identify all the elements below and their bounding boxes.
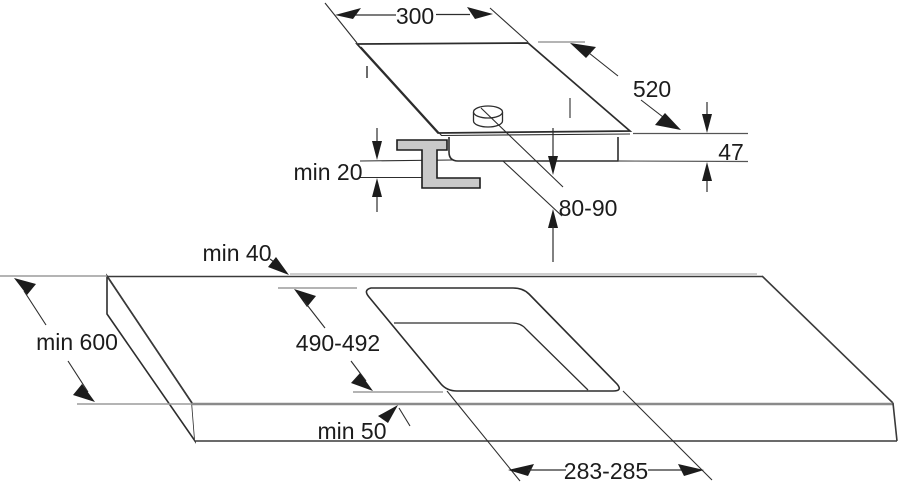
dim-knob-hole-80-90: 80-90: [480, 98, 618, 262]
dim-cutout-width-283-285: 283-285: [508, 458, 704, 484]
worktop-cutout: [365, 287, 621, 392]
label-min20: min 20: [293, 159, 362, 185]
dim-width-300: 300: [324, 2, 529, 44]
label-cutout-width: 283-285: [564, 458, 648, 484]
mounting-bracket: [396, 139, 481, 189]
hob-isometric-view: 300 520 47 min 20: [293, 2, 749, 262]
label-min600: min 600: [36, 329, 118, 355]
hob-glass-top: [355, 42, 633, 137]
dim-min600: min 600: [0, 275, 192, 405]
label-cutout-depth: 490-492: [296, 330, 380, 356]
label-min50: min 50: [317, 418, 386, 444]
label-min40: min 40: [202, 240, 271, 266]
label-height-47: 47: [718, 139, 744, 165]
dim-min20: min 20: [293, 128, 382, 212]
label-knob-hole: 80-90: [559, 195, 618, 221]
dim-min40: min 40: [202, 240, 289, 275]
dim-min50: min 50: [317, 405, 411, 444]
label-depth-520: 520: [633, 76, 671, 102]
hob-body: [366, 66, 749, 163]
control-knob: [472, 105, 504, 128]
dim-height-47: 47: [702, 102, 744, 192]
worktop-slab: [106, 273, 898, 444]
worktop-view: min 40 min 600 490-492 min 50: [0, 240, 898, 484]
dim-depth-520: 520: [538, 41, 748, 135]
label-width-300: 300: [396, 3, 434, 29]
dim-cutout-depth-490-492: 490-492: [278, 287, 443, 393]
